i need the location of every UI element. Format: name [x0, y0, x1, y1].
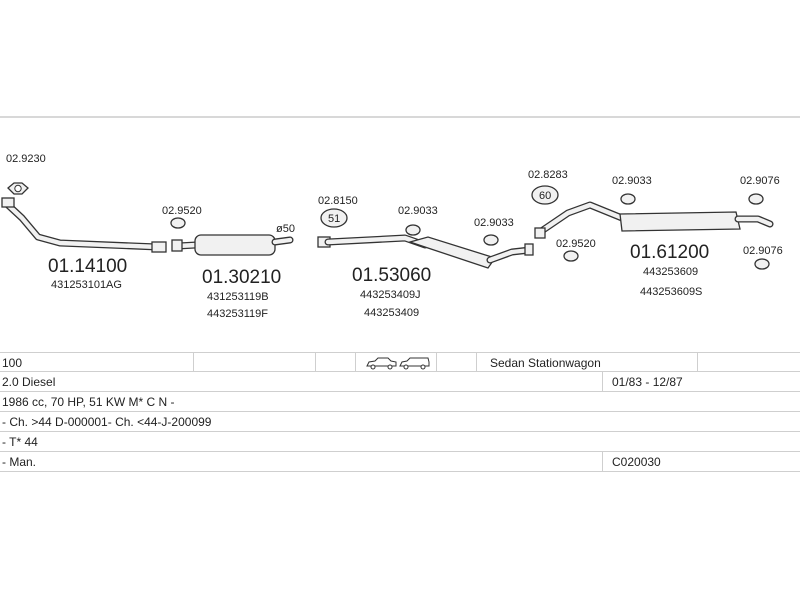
- accessory-code: 02.9033: [474, 217, 514, 229]
- table-row: - Ch. >44 D-000001- Ch. <44-J-200099: [0, 412, 800, 432]
- exhaust-diagram: 02.9230 01.14100 431253101AG 02.9520 ø50…: [1, 153, 783, 320]
- stationwagon-car-icon: [399, 357, 430, 370]
- rubber-mount-icon: [754, 258, 770, 270]
- table-row: 100 Sedan Stationwagon: [0, 352, 800, 372]
- column-divider: [602, 372, 603, 391]
- gasket-hole: [14, 184, 22, 193]
- column-divider: [602, 452, 603, 471]
- column-divider: [697, 353, 698, 372]
- type-cell: - T* 44: [2, 435, 38, 449]
- pipe-size-label: ø50: [276, 223, 295, 235]
- column-divider: [355, 353, 356, 372]
- oem-number: 443253609: [643, 266, 698, 278]
- front-silencer-group[interactable]: 02.9520 ø50 01.30210 431253119B 44325311…: [162, 205, 295, 320]
- column-divider: [476, 353, 477, 372]
- centre-silencer-group[interactable]: 02.8150 51 02.9033 02.9033 01.53060 4432…: [317, 195, 534, 319]
- accessory-code: 02.9520: [556, 238, 596, 250]
- rear-silencer-part: [534, 201, 774, 239]
- table-row: 2.0 Diesel 01/83 - 12/87: [0, 372, 800, 392]
- front-pipe-group[interactable]: 02.9230 01.14100 431253101AG: [1, 153, 167, 291]
- part-number: 01.53060: [352, 265, 431, 286]
- front-silencer-part: [171, 234, 294, 256]
- rear-silencer-group[interactable]: 02.8283 60 02.9520 02.9033 02.9076 02.90…: [528, 169, 783, 298]
- oem-number: 443253409: [364, 307, 419, 319]
- front-pipe-part: [1, 197, 167, 253]
- rubber-mount-icon: [563, 250, 579, 262]
- rubber-mount-icon: [170, 217, 186, 229]
- accessory-code: 02.9076: [740, 175, 780, 187]
- clamp-size-label: 51: [328, 213, 340, 225]
- sedan-car-icon: [366, 357, 397, 370]
- clamp-icon: [320, 208, 348, 228]
- engine-cell: 2.0 Diesel: [2, 375, 56, 389]
- accessory-code: 02.8150: [318, 195, 358, 207]
- accessory-code: 02.9520: [162, 205, 202, 217]
- accessory-code: 02.9230: [6, 153, 46, 165]
- engine-specs-cell: 1986 cc, 70 HP, 51 KW M* C N -: [2, 395, 175, 409]
- gearbox-cell: - Man.: [2, 455, 37, 469]
- oem-number: 443253409J: [360, 289, 421, 301]
- chassis-range-cell: - Ch. >44 D-000001- Ch. <44-J-200099: [2, 415, 212, 429]
- accessory-code: 02.9076: [743, 245, 783, 257]
- accessory-code: 02.8283: [528, 169, 568, 181]
- model-cell: 100: [2, 356, 23, 370]
- clamp-icon: [531, 185, 559, 205]
- catalogue-code-cell: C020030: [612, 455, 661, 469]
- accessory-code: 02.9033: [398, 205, 438, 217]
- column-divider: [315, 353, 316, 372]
- column-divider: [436, 353, 437, 372]
- top-frame-line: [0, 116, 800, 118]
- oem-number: 443253609S: [640, 286, 702, 298]
- column-divider: [193, 353, 194, 372]
- body-type-icons: [366, 356, 430, 375]
- table-row: 1986 cc, 70 HP, 51 KW M* C N -: [0, 392, 800, 412]
- production-years-cell: 01/83 - 12/87: [612, 375, 683, 389]
- oem-number: 431253101AG: [51, 279, 122, 291]
- table-row: - T* 44: [0, 432, 800, 452]
- oem-number: 443253119F: [207, 308, 268, 320]
- oem-number: 431253119B: [207, 291, 269, 303]
- rubber-mount-icon: [620, 193, 636, 205]
- rubber-mount-icon: [405, 224, 421, 236]
- centre-silencer-part: [317, 234, 534, 269]
- part-number: 01.30210: [202, 267, 281, 288]
- part-number: 01.61200: [630, 242, 709, 263]
- rubber-mount-icon: [748, 193, 764, 205]
- rubber-mount-icon: [483, 234, 499, 246]
- clamp-size-label: 60: [539, 190, 551, 202]
- body-types-cell: Sedan Stationwagon: [490, 356, 601, 370]
- table-row: - Man. C020030: [0, 452, 800, 472]
- part-number: 01.14100: [48, 256, 127, 277]
- accessory-code: 02.9033: [612, 175, 652, 187]
